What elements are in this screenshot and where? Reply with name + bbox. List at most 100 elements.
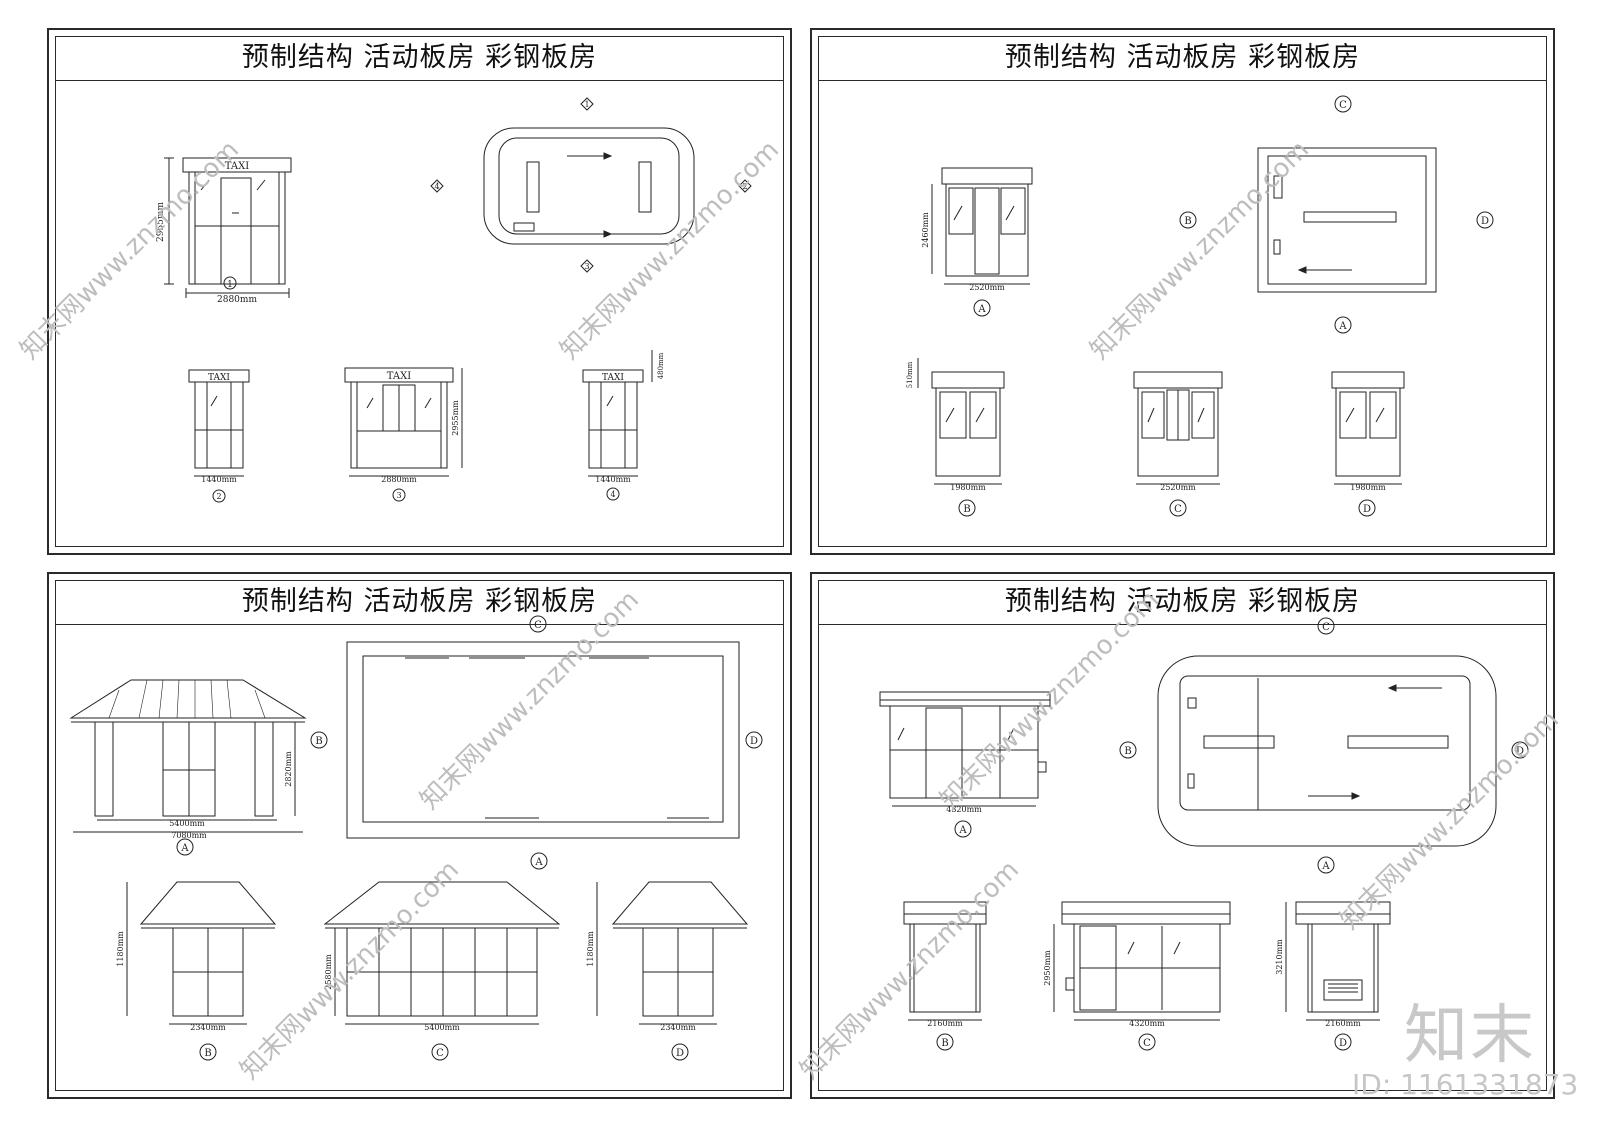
svg-text:A: A [958,825,967,836]
svg-text:C: C [1174,504,1182,515]
svg-text:1440mm: 1440mm [595,475,631,484]
plan-view-b: C B D A [1179,95,1494,334]
sheet-1-drawing: TAXI 2880mm 2955mm 1 [156,97,752,503]
dim-front-height: 2955mm [156,157,174,285]
svg-text:2: 2 [742,182,747,191]
elevation-b-hip-roof: 2340mm 1180mm B [116,881,277,1061]
drawing-sheet-3: 预制结构 活动板房 彩钢板房 7080mm 5400mm 2820mm A [47,572,792,1099]
svg-text:5400mm: 5400mm [169,819,205,828]
svg-text:B: B [204,1048,211,1059]
svg-text:2520mm: 2520mm [969,283,1005,292]
plan-markers: 1 2 3 4 [430,97,752,273]
svg-text:B: B [963,504,970,515]
svg-text:A: A [1338,321,1347,332]
drawing-sheet-2: 预制结构 活动板房 彩钢板房 2520mm 2460mm A C B [810,28,1555,555]
svg-text:TAXI: TAXI [387,371,411,382]
svg-text:C: C [1322,622,1330,633]
elevation-a-booth: 4320mm A [879,691,1051,838]
plan-view-large: C B D A [310,615,763,870]
sheet-3-drawing: 7080mm 5400mm 2820mm A C B D A [69,615,763,1061]
svg-text:1980mm: 1980mm [1350,483,1386,492]
svg-text:2950mm: 2950mm [1043,950,1052,986]
svg-text:C: C [1339,100,1347,111]
sheet-4-drawing: 4320mm A C B D A 2160mm [879,617,1529,1051]
svg-text:1180mm: 1180mm [586,931,595,967]
svg-text:2160mm: 2160mm [1325,1019,1361,1028]
elevation-front-taxi: TAXI [182,157,292,285]
elevation-a-hip-roof: 7080mm 5400mm 2820mm A [69,679,307,856]
taxi-sign: TAXI [225,161,249,172]
dim-front-width: 2880mm [185,288,290,305]
svg-text:2955mm: 2955mm [156,202,166,242]
svg-text:1440mm: 1440mm [201,475,237,484]
svg-text:2160mm: 2160mm [927,1019,963,1028]
elevation-back-3: TAXI 2880mm 2955mm 3 [344,367,463,502]
elevation-b: 1980mm 510mm B [906,358,1005,517]
sheet-inner-frame [55,580,784,1091]
svg-text:C: C [436,1048,444,1059]
svg-text:3210mm: 3210mm [1275,939,1284,975]
svg-text:1980mm: 1980mm [950,483,986,492]
elevation-a: 2520mm 2460mm A [921,167,1033,317]
svg-text:3: 3 [396,491,401,500]
svg-text:A: A [180,843,189,854]
svg-text:D: D [1516,746,1524,757]
svg-text:A: A [534,857,543,868]
elevation-d: 1980mm D [1331,371,1405,517]
svg-text:510mm: 510mm [906,361,914,388]
svg-text:1180mm: 1180mm [116,931,125,967]
elevation-d-booth: 2160mm 3210mm D [1275,901,1391,1051]
plan-view-rounded [483,127,695,245]
sheet-title: 预制结构 活动板房 彩钢板房 [55,580,784,625]
svg-text:4320mm: 4320mm [1129,1019,1165,1028]
svg-text:C: C [534,620,542,631]
svg-text:2880mm: 2880mm [217,295,257,305]
svg-text:4: 4 [610,490,615,499]
svg-text:A: A [1321,861,1330,872]
image-id-label: ID: 1161331873 [1352,1068,1579,1101]
svg-text:D: D [1363,504,1371,515]
svg-text:4: 4 [434,182,439,191]
sheet-2-drawing: 2520mm 2460mm A C B D A [906,95,1494,517]
svg-text:C: C [1143,1038,1151,1049]
svg-text:B: B [1184,216,1191,227]
svg-text:D: D [750,736,758,747]
sheet-title: 预制结构 活动板房 彩钢板房 [818,580,1547,625]
elevation-c: 2520mm C [1133,371,1223,517]
sheet-inner-frame [818,580,1547,1091]
svg-text:2340mm: 2340mm [660,1023,696,1032]
svg-text:2460mm: 2460mm [921,212,930,248]
svg-text:2820mm: 2820mm [284,751,293,787]
view-marker-circle [223,276,237,290]
svg-text:B: B [1124,746,1131,757]
svg-text:D: D [676,1048,684,1059]
sheet-inner-frame [818,36,1547,547]
elevation-c-booth: 4320mm 2950mm C [1043,901,1231,1051]
sheet-inner-frame [55,36,784,547]
svg-text:2580mm: 2580mm [324,954,333,990]
svg-text:1: 1 [584,100,589,109]
sheet-title: 预制结构 活动板房 彩钢板房 [818,36,1547,81]
sheet-title: 预制结构 活动板房 彩钢板房 [55,36,784,81]
svg-text:A: A [977,304,986,315]
view-marker-label: 1 [227,280,233,290]
svg-text:480mm: 480mm [657,352,665,379]
drawing-sheet-4: 预制结构 活动板房 彩钢板房 4320mm A C B [810,572,1555,1099]
svg-text:2: 2 [216,492,221,501]
svg-text:2340mm: 2340mm [190,1023,226,1032]
svg-text:TAXI: TAXI [208,373,230,383]
svg-text:TAXI: TAXI [602,373,624,383]
svg-text:B: B [941,1038,948,1049]
svg-text:2880mm: 2880mm [381,475,417,484]
svg-text:5400mm: 5400mm [424,1023,460,1032]
svg-text:B: B [315,736,322,747]
svg-text:3: 3 [584,262,589,271]
svg-text:D: D [1339,1038,1347,1049]
elevation-b-booth: 2160mm B [903,901,987,1051]
elevation-side-2: TAXI 1440mm 2 [188,369,250,503]
svg-text:7080mm: 7080mm [171,831,207,840]
drawing-sheet-1: 预制结构 活动板房 彩钢板房 TAXI 2880mm 2955mm 1 [47,28,792,555]
elevation-side-4: TAXI 1440mm 480mm 4 [582,350,665,501]
svg-text:2955mm: 2955mm [451,400,460,436]
svg-text:4320mm: 4320mm [946,805,982,814]
